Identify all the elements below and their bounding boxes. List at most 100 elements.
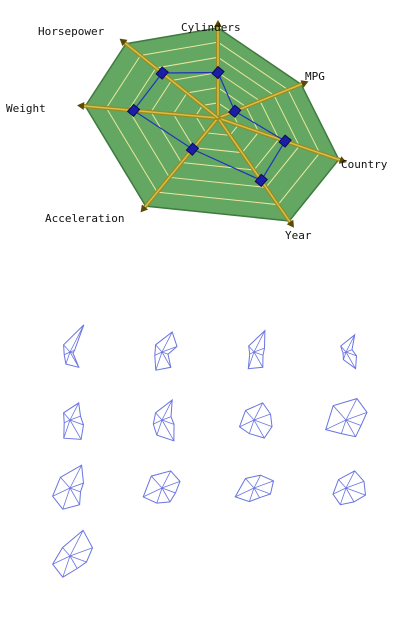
radar-ring (150, 71, 280, 171)
axis-line-highlight (217, 117, 291, 223)
glyph-spoke (161, 487, 176, 494)
glyph-spoke (253, 487, 260, 498)
glyph-spoke (161, 487, 171, 503)
glyph-spoke (161, 331, 173, 353)
glyph-outline (51, 529, 94, 578)
glyph-spoke (151, 475, 163, 489)
glyph-spoke (235, 487, 255, 498)
glyph-spoke (253, 351, 264, 368)
glyph-spoke (338, 479, 347, 489)
star-glyph (152, 398, 175, 442)
glyph-spoke (69, 487, 80, 505)
glyph-spoke (345, 487, 366, 496)
glyph-spoke (64, 351, 71, 356)
glyph-outline (332, 470, 367, 506)
axis-arrowhead (214, 20, 222, 27)
glyph-spoke (69, 487, 81, 493)
glyph-spoke (62, 555, 71, 578)
glyph-spoke (155, 344, 163, 353)
radar-ring (172, 87, 260, 154)
glyph-spoke (154, 351, 163, 356)
star-glyph (340, 333, 358, 370)
radar-ring (128, 56, 300, 188)
glyph-spoke (253, 330, 266, 353)
glyph-spoke (345, 351, 357, 357)
glyph-spoke (63, 419, 71, 439)
glyph-spoke (332, 487, 347, 495)
record-polyline (132, 71, 286, 182)
glyph-spoke (161, 481, 181, 489)
axis-arrowhead (300, 80, 309, 88)
glyph-spoke (69, 402, 80, 421)
glyph-spoke (342, 351, 347, 354)
axis-label-horsepower: Horsepower (38, 25, 105, 38)
glyph-spoke (345, 334, 356, 353)
glyph-spoke (345, 487, 355, 503)
star-glyph (247, 329, 266, 370)
glyph-outline (325, 398, 368, 438)
record-line (132, 71, 286, 182)
glyph-spoke (253, 487, 271, 495)
glyph-spoke (161, 346, 178, 353)
axis-arrowhead (119, 38, 128, 47)
record-marker (155, 66, 169, 80)
axis-label-country: Country (341, 158, 388, 171)
glyph-spoke (248, 487, 255, 502)
glyph-spoke (60, 476, 71, 489)
glyph-spoke (345, 398, 358, 421)
star-glyph (51, 529, 94, 578)
glyph-spoke (253, 474, 261, 489)
glyph-spoke (52, 555, 71, 565)
glyph-spoke (345, 481, 365, 489)
glyph-spoke (253, 419, 265, 439)
record-marker (254, 173, 268, 188)
axis-line-highlight (144, 117, 219, 208)
axis-label-cylinders: Cylinders (181, 21, 241, 34)
record-marker (228, 104, 242, 118)
glyph-spoke (69, 555, 87, 563)
glyph-spoke (155, 412, 163, 421)
star-glyph (154, 331, 178, 371)
glyph-spoke (155, 351, 163, 371)
radar-ring (105, 41, 321, 206)
glyph-spoke (161, 419, 175, 442)
glyph-spoke (248, 345, 255, 353)
glyph-spoke (253, 480, 274, 489)
axis-line-highlight (124, 42, 219, 119)
glyph-spoke (343, 351, 347, 360)
glyph-outline (340, 333, 358, 370)
glyph-spoke (64, 419, 71, 424)
record-marker (185, 142, 200, 156)
glyph-spoke (143, 487, 163, 498)
star-glyph (142, 470, 181, 504)
glyph-spoke (69, 555, 78, 569)
record-marker (278, 134, 292, 148)
glyph-spoke (161, 351, 172, 368)
glyph-spoke (340, 419, 347, 434)
star-glyph (325, 398, 368, 438)
star-glyph (332, 470, 367, 506)
glyph-spoke (245, 410, 255, 421)
glyph-spoke (253, 402, 264, 421)
axis-label-mpg: MPG (305, 70, 325, 83)
star-glyph (52, 464, 85, 510)
glyph-spoke (332, 405, 347, 421)
glyph-spoke (247, 351, 255, 369)
glyph-spoke (253, 413, 271, 421)
glyph-spoke (156, 487, 163, 504)
glyph-spoke (62, 487, 71, 510)
glyph-outline (238, 402, 273, 439)
glyph-spoke (69, 415, 81, 421)
glyph-outline (63, 402, 85, 440)
glyph-spoke (248, 419, 255, 434)
glyph-spoke (65, 351, 71, 365)
glyph-spoke (345, 411, 368, 421)
glyph-spoke (253, 347, 265, 353)
glyph-spoke (161, 416, 172, 421)
glyph-spoke (69, 419, 84, 426)
glyph-outline (52, 464, 85, 510)
axis-label-acceleration: Acceleration (45, 212, 124, 225)
star-glyph (63, 402, 85, 440)
record-marker (126, 103, 141, 118)
